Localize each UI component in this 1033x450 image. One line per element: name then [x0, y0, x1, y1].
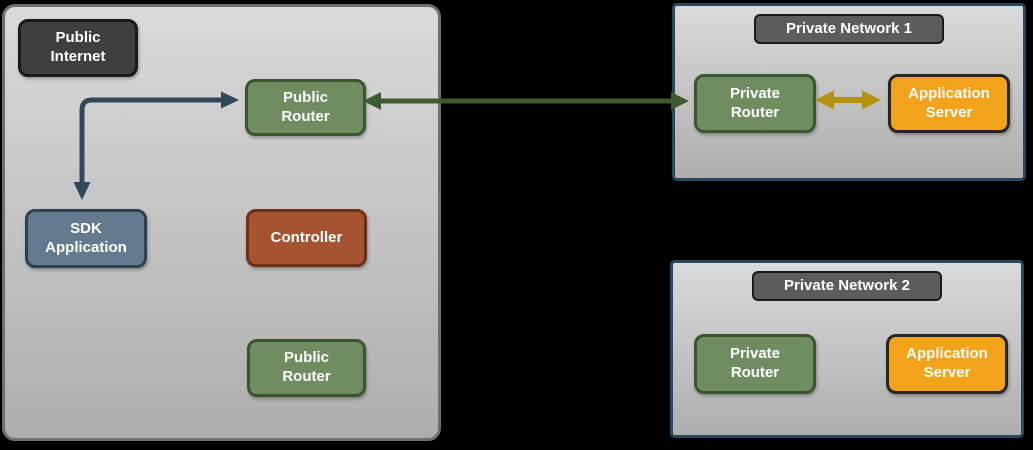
node-controller: Controller	[246, 209, 367, 267]
node-private-router-1: Private Router	[694, 74, 816, 133]
node-controller-label: Controller	[270, 228, 343, 246]
node-private-router-1-label: Private Router	[729, 84, 781, 121]
private-network-2-label: Private Network 2	[752, 271, 942, 301]
public-internet-label: Public Internet	[18, 19, 138, 77]
node-private-router-2-label: Private Router	[729, 345, 781, 381]
node-public-router-bottom: Public Router	[247, 339, 366, 397]
node-sdk-application: SDK Application	[25, 209, 147, 268]
node-application-server-2: Application Server	[886, 334, 1008, 394]
zone-private-network-1: Private Network 1 Private Router Applica…	[672, 3, 1026, 181]
node-public-router-bottom-label: Public Router	[282, 349, 331, 385]
node-application-server-1: Application Server	[888, 74, 1010, 133]
zone-public-internet: Public Internet Public Router SDK Applic…	[2, 4, 441, 441]
node-public-router-top-label: Public Router	[281, 88, 330, 125]
node-public-router-top: Public Router	[245, 79, 366, 136]
node-application-server-1-label: Application Server	[908, 84, 990, 121]
node-private-router-2: Private Router	[694, 334, 816, 394]
node-sdk-application-label: SDK Application	[45, 219, 127, 256]
zone-private-network-2: Private Network 2 Private Router Applica…	[670, 260, 1024, 438]
private-network-1-label: Private Network 1	[754, 14, 944, 44]
node-application-server-2-label: Application Server	[906, 345, 988, 381]
